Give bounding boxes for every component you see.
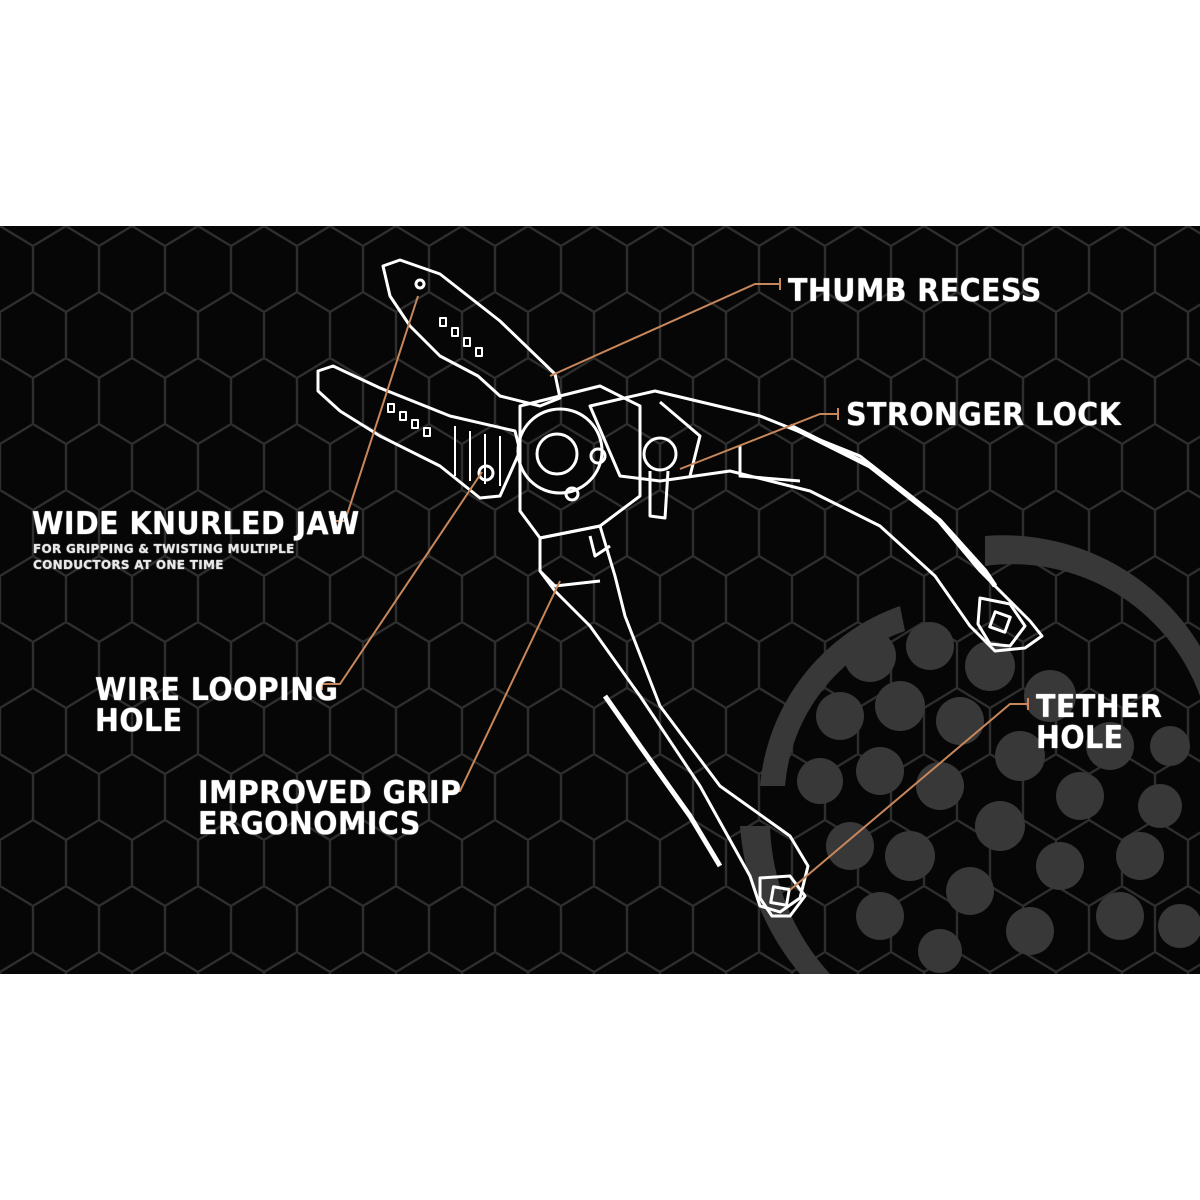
leader-stronger-lock — [679, 408, 839, 470]
diagram-graphics — [0, 226, 1200, 974]
lower-handle — [538, 524, 810, 914]
upper-handle — [588, 389, 1044, 653]
label-wide-knurled-jaw: WIDE KNURLED JAW — [32, 506, 360, 542]
label-improved-grip-1: IMPROVED GRIP — [198, 775, 462, 811]
label-tether-hole-2: HOLE — [1036, 720, 1124, 756]
label-wire-looping-hole-2: HOLE — [95, 703, 183, 739]
label-thumb-recess: THUMB RECESS — [788, 273, 1042, 309]
leader-thumb-recess — [549, 278, 781, 377]
lower-jaw — [316, 364, 522, 500]
label-tether-hole-1: TETHER — [1036, 689, 1163, 725]
leader-wire-loop — [321, 471, 483, 690]
leader-grip — [444, 580, 561, 797]
upper-jaw — [381, 258, 562, 408]
label-wide-knurled-jaw-desc-1: FOR GRIPPING & TWISTING MULTIPLE — [33, 542, 295, 556]
hex-pattern — [0, 226, 1200, 974]
brand-watermark-logo — [740, 535, 1200, 974]
lock — [642, 436, 678, 472]
leader-lines — [321, 278, 1029, 891]
label-improved-grip-2: ERGONOMICS — [198, 806, 421, 842]
pliers-drawing — [316, 258, 1044, 918]
label-wire-looping-hole-1: WIRE LOOPING — [95, 672, 339, 708]
leader-tether — [789, 698, 1029, 891]
diagram-panel: THUMB RECESS STRONGER LOCK WIDE KNURLED … — [0, 226, 1200, 974]
label-stronger-lock: STRONGER LOCK — [846, 397, 1122, 433]
label-wide-knurled-jaw-desc-2: CONDUCTORS AT ONE TIME — [33, 558, 224, 572]
leader-wide-jaw — [334, 295, 419, 527]
